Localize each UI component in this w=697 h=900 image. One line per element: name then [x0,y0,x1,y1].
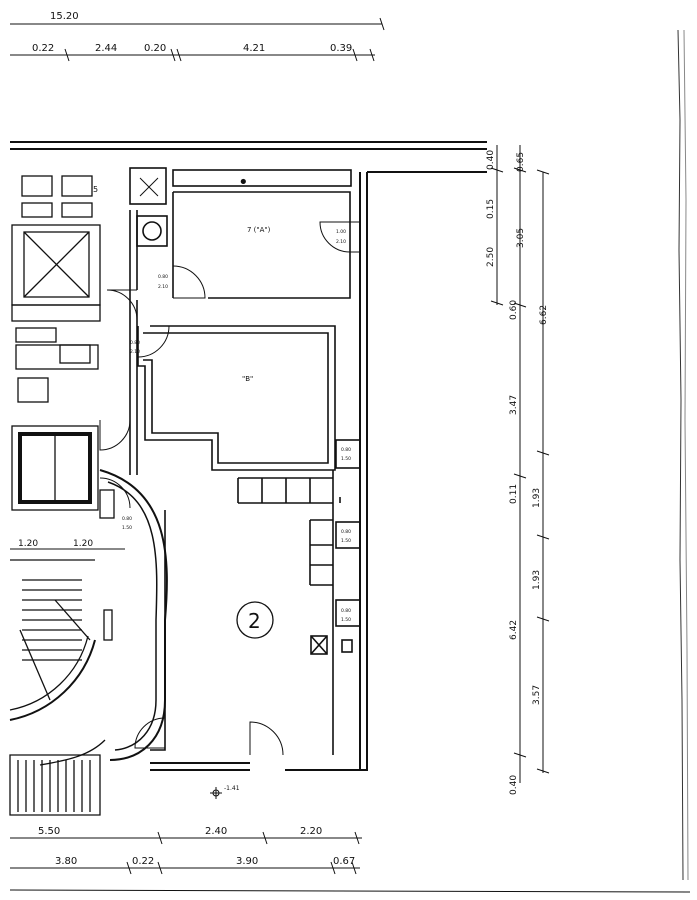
dim-right-middle-5: 3.57 [532,685,542,705]
room-5-label: 5 [93,185,98,194]
win-3-width: 0.80 [341,608,351,614]
dim-top-seg-2: 2.44 [95,43,117,54]
dim-right-middle-3: 1.93 [532,488,542,508]
unit-number: 2 [248,609,261,633]
dim-right-inner-6: 0.11 [509,484,519,504]
dim-right-middle-1: 0.65 [516,152,526,172]
dim-right-inner-5: 3.47 [509,395,519,415]
room-a-label: 7 ("A") [247,226,271,234]
right-dimensions [490,145,550,783]
level-marker-value: -1.41 [224,785,240,792]
door-a-width: 1.00 [336,229,346,235]
room-b-label: "B" [242,375,253,383]
win-1-height: 1.50 [341,456,351,462]
outer-walls [10,141,487,771]
dim-left-mid-1: 1.20 [18,539,38,549]
dim-right-middle-4: 1.93 [532,570,542,590]
dim-left-mid-2: 1.20 [73,539,93,549]
dim-bottom-row2-4: 0.67 [333,856,355,867]
bottom-dimensions [9,831,691,893]
door-corridor-width: 0.80 [158,274,168,280]
dim-right-inner-7: 6.42 [509,620,519,640]
dim-right-inner-1: 0.40 [486,150,496,170]
dim-right-inner-4: 0.60 [509,300,519,320]
win-1-width: 0.80 [341,447,351,453]
room-a-mark: • [238,172,249,193]
unit-number-circle [236,601,274,639]
corridor [106,167,168,475]
dim-top-seg-5: 0.39 [330,43,352,54]
door-b-width: 0.80 [130,340,140,346]
stairs [9,469,168,816]
door-b-height: 2.10 [130,349,140,355]
dim-top-seg-1: 0.22 [32,43,54,54]
room-b [137,325,336,471]
win-4-width: 0.80 [122,516,132,522]
dim-right-outer: 6.62 [539,305,549,325]
main-hall [134,439,361,756]
dim-right-middle-2: 3.05 [516,228,526,248]
left-service-area [11,175,131,519]
dim-right-inner-2: 0.15 [486,199,496,219]
dim-top-overall: 15.20 [50,11,79,22]
dim-bottom-row1-3: 2.20 [300,826,322,837]
top-dimensions [10,17,385,62]
win-3-height: 1.50 [341,617,351,623]
dim-right-inner-3: 2.50 [486,247,496,267]
win-2-height: 1.50 [341,538,351,544]
level-marker [210,787,222,799]
dim-bottom-row2-2: 0.22 [132,856,154,867]
win-4-height: 1.50 [122,525,132,531]
dim-top-seg-4: 4.21 [243,43,265,54]
dim-bottom-row2-1: 3.80 [55,856,77,867]
door-a-height: 2.10 [336,239,346,245]
dim-right-inner-8: 0.40 [509,775,519,795]
dim-top-seg-3: 0.20 [144,43,166,54]
right-dim-labels: 0.40 0.15 2.50 0.60 3.47 0.11 6.42 0.40 … [486,150,549,795]
win-2-width: 0.80 [341,529,351,535]
room-a [172,169,361,299]
door-corridor-height: 2.10 [158,284,168,290]
dim-bottom-row1-1: 5.50 [38,826,60,837]
dim-bottom-row1-2: 2.40 [205,826,227,837]
dim-bottom-row2-3: 3.90 [236,856,258,867]
paper-edge [677,29,689,881]
